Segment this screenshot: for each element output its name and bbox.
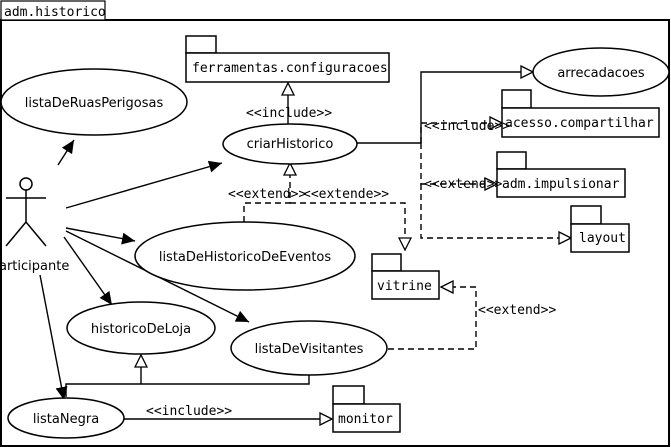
stereotype-include-ferramentas: <<include>> bbox=[246, 106, 332, 121]
assoc-arrecadacoes bbox=[357, 72, 533, 144]
package-monitor[interactable] bbox=[332, 385, 401, 433]
assoc-historico-loja bbox=[63, 236, 113, 306]
extend-layout-line bbox=[420, 184, 571, 238]
usecase-lista-ruas-label: listaDeRuasPerigosas bbox=[25, 96, 164, 111]
extende-vitrine-line bbox=[290, 202, 405, 250]
frame-title: adm.historico bbox=[4, 5, 106, 20]
usecase-lista-negra[interactable]: listaNegra bbox=[7, 397, 125, 439]
package-ferramentas[interactable] bbox=[185, 35, 390, 83]
stereotype-extend-criar: <<extend>> bbox=[228, 187, 306, 202]
usecase-lista-visitantes-label: listaDeVisitantes bbox=[255, 342, 364, 357]
package-vitrine-tab bbox=[371, 253, 402, 272]
stereotype-extend-vitrine: <<extend>> bbox=[478, 303, 556, 318]
usecase-arrecadacoes[interactable]: arrecadacoes bbox=[532, 47, 670, 97]
actor-label: articipante bbox=[0, 259, 69, 274]
package-layout-tab bbox=[570, 205, 602, 225]
assoc-lista-historico-eventos bbox=[65, 227, 136, 245]
usecase-criar-historico[interactable]: criarHistorico bbox=[222, 123, 358, 165]
actor-head bbox=[19, 177, 33, 191]
assoc-criar-historico bbox=[65, 160, 223, 209]
usecase-historico-loja[interactable]: historicoDeLoja bbox=[66, 301, 216, 355]
stereotype-include-acesso: <<include>> bbox=[424, 119, 510, 134]
package-vitrine[interactable] bbox=[371, 253, 440, 300]
package-acesso[interactable] bbox=[501, 89, 660, 138]
package-acesso-label: acesso.compartilhar bbox=[505, 116, 654, 131]
usecase-arrecadacoes-label: arrecadacoes bbox=[557, 66, 645, 81]
package-impulsionar-tab bbox=[496, 151, 527, 170]
usecase-lista-ruas[interactable]: listaDeRuasPerigosas bbox=[0, 68, 188, 136]
package-ferramentas-tab bbox=[185, 35, 217, 54]
frame-title-tab bbox=[0, 0, 106, 21]
extend-vitrine-line bbox=[388, 287, 477, 350]
actor-participante[interactable] bbox=[5, 177, 47, 247]
stereotype-include-monitor: <<include>> bbox=[146, 404, 232, 419]
usecase-criar-historico-label: criarHistorico bbox=[247, 137, 334, 152]
extend-criar-line bbox=[243, 163, 290, 222]
package-impulsionar-label: adm.impulsionar bbox=[502, 177, 620, 192]
package-layout[interactable] bbox=[570, 205, 630, 253]
usecase-lista-visitantes[interactable]: listaDeVisitantes bbox=[230, 320, 388, 376]
usecase-historico-loja-label: historicoDeLoja bbox=[91, 322, 191, 337]
usecase-lista-historico-eventos[interactable]: listaDeHistoricoDeEventos bbox=[134, 221, 356, 291]
package-acesso-tab bbox=[501, 89, 532, 109]
package-monitor-label: monitor bbox=[338, 412, 393, 427]
stereotype-extende-criar: <<extende>> bbox=[303, 187, 389, 202]
package-vitrine-label: vitrine bbox=[377, 279, 432, 294]
package-monitor-tab bbox=[332, 385, 365, 405]
frame-border bbox=[0, 19, 670, 447]
assoc-lista-negra bbox=[39, 274, 68, 401]
assoc-lista-ruas bbox=[57, 139, 75, 166]
usecase-lista-negra-label: listaNegra bbox=[33, 412, 99, 427]
stereotype-extend-impulsionar: <<extend>> bbox=[424, 177, 502, 192]
generalization-line-base bbox=[65, 375, 310, 397]
package-ferramentas-label: ferramentas.configuracoes bbox=[192, 61, 388, 76]
package-layout-label: layout bbox=[579, 231, 626, 246]
usecase-lista-historico-eventos-label: listaDeHistoricoDeEventos bbox=[159, 250, 332, 265]
package-impulsionar[interactable] bbox=[496, 151, 626, 198]
include-acesso-line bbox=[420, 123, 502, 143]
